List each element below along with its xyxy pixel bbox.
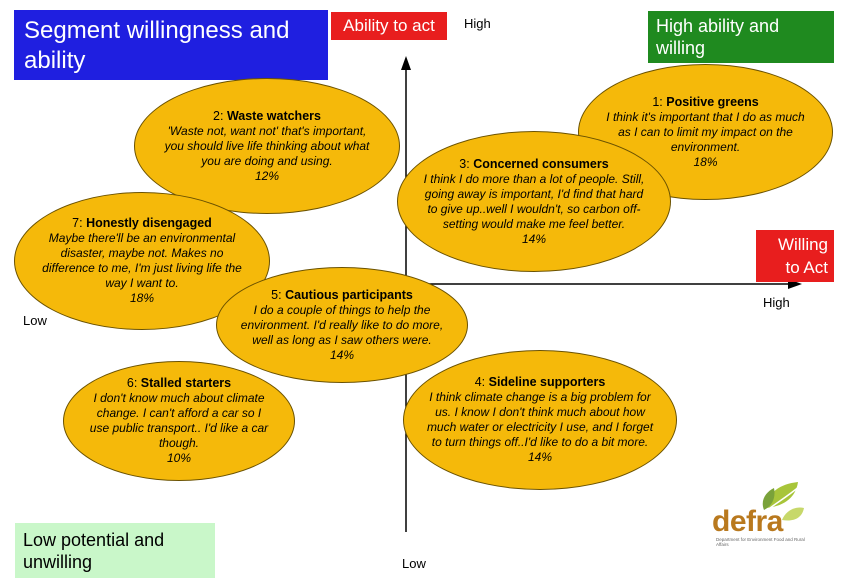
segment-percent: 14% [527, 450, 553, 464]
segment-quote: I don't know much about climate change. … [89, 391, 269, 450]
defra-leaf-icon [762, 482, 804, 521]
segment-heading: 2: Waste watchers [213, 108, 321, 123]
segment-bubble-positive-greens: 1: Positive greens I think it's importan… [578, 64, 833, 200]
segment-bubble-waste-watchers: 2: Waste watchers 'Waste not, want not' … [134, 78, 400, 214]
x-axis-high-label: High [763, 295, 790, 310]
corner-label-low-potential: Low potential and unwilling [15, 523, 215, 578]
segment-bubble-cautious-participants: 5: Cautious participants I do a couple o… [216, 267, 468, 383]
y-axis-high-label: High [464, 16, 491, 31]
defra-logo-subtitle: Department for Environment Food and Rura… [716, 537, 805, 547]
corner-label-high-ability: High ability and willing [648, 11, 834, 63]
segment-quote: I think climate change is a big problem … [426, 390, 654, 449]
y-axis-arrow [401, 56, 411, 70]
segment-bubble-sideline-supporters: 4: Sideline supporters I think climate c… [403, 350, 677, 490]
ability-label: Ability to act [331, 12, 447, 40]
title-box: Segment willingness and ability [14, 10, 328, 80]
willing-label-line1: Willing [777, 235, 828, 254]
segment-quote: I think it's important that I do as much… [606, 109, 805, 154]
segment-bubble-stalled-starters: 6: Stalled starters I don't know much ab… [63, 361, 295, 481]
willing-label: Willing to Act [756, 230, 834, 282]
segment-percent: 18% [129, 291, 155, 305]
segment-bubble-concerned-consumers: 3: Concerned consumers I think I do more… [397, 131, 671, 272]
segment-heading: 1: Positive greens [652, 94, 759, 109]
segment-heading: 3: Concerned consumers [459, 156, 609, 171]
segment-quote: I do a couple of things to help the envi… [240, 302, 444, 347]
segment-quote: I think I do more than a lot of people. … [423, 171, 645, 231]
segment-quote: 'Waste not, want not' that's important, … [164, 123, 370, 168]
segment-heading: 7: Honestly disengaged [72, 216, 212, 230]
segment-percent: 10% [166, 451, 192, 465]
defra-logo-text: defra [712, 505, 783, 538]
segment-percent: 14% [521, 231, 547, 246]
segment-percent: 12% [254, 168, 280, 183]
x-axis-low-label: Low [23, 313, 47, 328]
segment-heading: 4: Sideline supporters [474, 375, 606, 389]
segment-percent: 14% [329, 347, 355, 362]
willing-label-line2: to Act [785, 258, 828, 277]
segment-heading: 5: Cautious participants [271, 287, 413, 302]
segment-percent: 18% [693, 154, 718, 169]
segment-heading: 6: Stalled starters [126, 376, 232, 390]
segment-quote: Maybe there'll be an environmental disas… [42, 231, 242, 290]
y-axis-low-label: Low [402, 556, 426, 571]
